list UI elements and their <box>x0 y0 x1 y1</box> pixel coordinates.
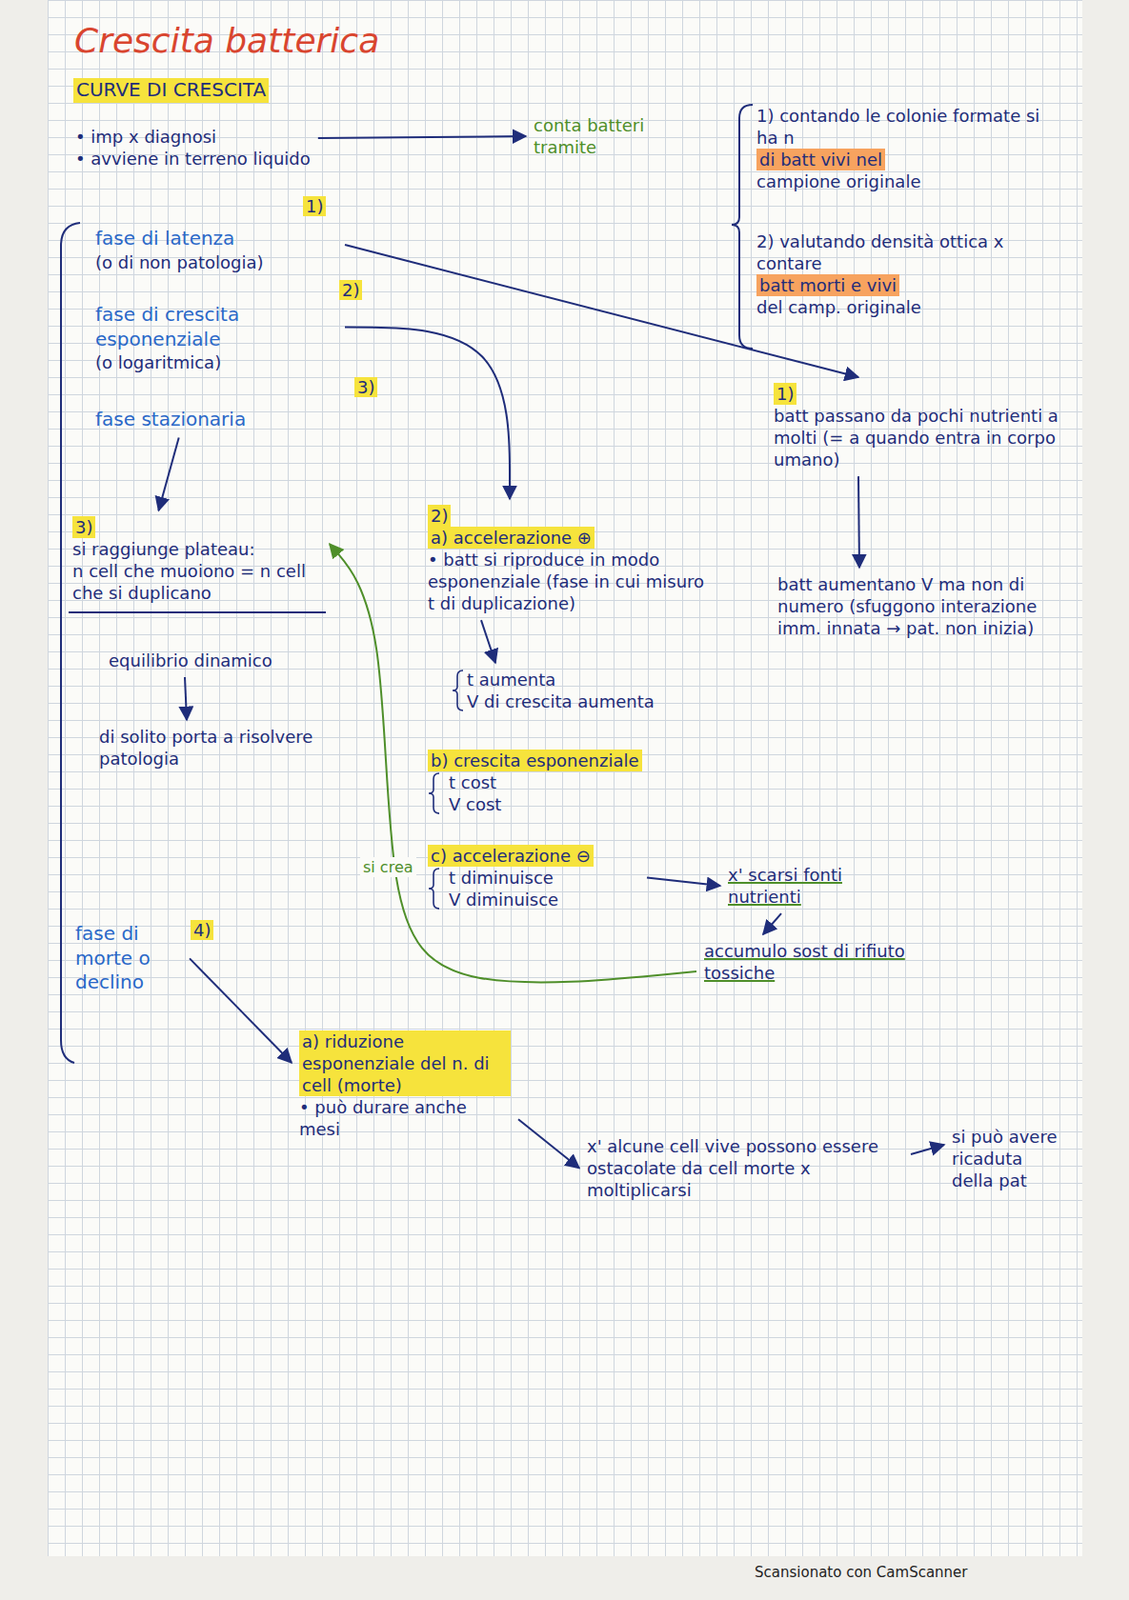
note-text: fase di crescita esponenziale <box>95 302 338 352</box>
note-block: a) riduzione esponenziale del n. di cell… <box>295 1028 515 1143</box>
note-block: b) crescita esponenzialet costV cost <box>423 747 710 818</box>
connector-arrow <box>318 136 526 139</box>
note-text: equilibrio dinamico <box>108 649 302 672</box>
note-text: batt aumentano V ma non di numero (sfugg… <box>777 573 1056 640</box>
connector-arrow <box>159 438 180 511</box>
connector-arrow <box>518 1119 580 1169</box>
note-text: • avviene in terreno liquido <box>75 147 311 170</box>
note-text: 3) <box>72 516 96 539</box>
note-block: 1) contando le colonie formate si ha ndi… <box>752 102 1068 195</box>
note-block: equilibrio dinamico <box>104 647 305 674</box>
note-block: fase di latenza(o di non patologia) <box>91 224 342 276</box>
note-block: • imp x diagnosi• avviene in terreno liq… <box>71 123 315 172</box>
page-title: Crescita batterica <box>74 20 380 61</box>
small-brace <box>428 868 440 909</box>
note-block: accumulo sost di rifiuto tossiche <box>700 938 910 987</box>
note-text: x' scarsi fonti nutrienti <box>727 864 911 908</box>
connector-arrow <box>858 476 860 568</box>
note-text: • batt si riproduce in modo esponenziale… <box>427 548 706 615</box>
connector-arrow <box>763 913 782 935</box>
note-block: fase di crescita esponenziale(o logaritm… <box>91 301 342 376</box>
note-text: • può durare anche mesi <box>299 1096 511 1141</box>
note-text: t aumenta <box>466 668 683 691</box>
method-brace <box>731 104 753 349</box>
note-text: si può avere ricaduta della pat <box>951 1126 1064 1192</box>
note-block: CURVE DI CRESCITA <box>69 76 273 105</box>
callout-number: 4) <box>190 920 214 941</box>
note-text: del camp. originale <box>756 296 1064 319</box>
small-brace <box>452 670 464 711</box>
note-text: t cost <box>427 771 706 794</box>
note-block: x' alcune cell vive possono essere ostac… <box>583 1133 908 1204</box>
note-block: fase stazionaria <box>91 405 342 435</box>
note-text: 2) valutando densità ottica x contare <box>756 230 1064 275</box>
note-text: batt morti e vivi <box>756 274 900 297</box>
note-block: conta batteri tramite <box>529 112 673 161</box>
scanner-footer: Scansionato con CamScanner <box>754 1564 968 1582</box>
callout-number: 2) <box>339 280 363 301</box>
note-text: a) accelerazione ⊕ <box>427 526 595 549</box>
note-block: fase di morte o declino <box>71 920 186 998</box>
note-text: conta batteri tramite <box>533 114 669 159</box>
note-block: 2) valutando densità ottica x contarebat… <box>752 228 1068 321</box>
note-block: 1)batt passano da pochi nutrienti a molt… <box>769 381 1066 473</box>
connector-arrow <box>910 1145 945 1155</box>
connector-arrow <box>344 326 510 500</box>
note-text: fase stazionaria <box>95 407 338 433</box>
small-brace <box>428 773 440 814</box>
note-text: V diminuisce <box>427 888 640 911</box>
note-text: accumulo sost di rifiuto tossiche <box>704 940 907 985</box>
note-text: 2) <box>427 504 451 527</box>
edge-label: si crea <box>360 857 417 878</box>
note-text: fase di latenza <box>95 226 338 252</box>
note-text: a) riduzione esponenziale del n. di cell… <box>299 1030 511 1097</box>
note-text: di batt vivi nel <box>756 148 886 171</box>
note-text: campione originale <box>756 170 1064 193</box>
note-text: b) crescita esponenziale <box>427 749 643 772</box>
connector-arrow <box>189 958 292 1063</box>
note-text: CURVE DI CRESCITA <box>73 78 269 103</box>
note-text: si raggiunge plateau: <box>72 538 323 561</box>
note-text: t diminuisce <box>427 866 640 889</box>
callout-number: 1) <box>302 196 326 217</box>
note-text: batt passano da pochi nutrienti a molti … <box>773 404 1062 471</box>
note-block: si può avere ricaduta della pat <box>947 1124 1068 1194</box>
connector-arrow <box>184 677 187 721</box>
note-text: (o di non patologia) <box>95 251 338 274</box>
note-block: di solito porta a risolvere patologia <box>95 724 324 772</box>
callout-number: 3) <box>354 377 378 398</box>
note-block: 3)si raggiunge plateau:n cell che muoion… <box>68 514 326 614</box>
note-block: c) accelerazione ⊖t diminuisceV diminuis… <box>423 843 644 913</box>
connector-arrow <box>481 620 496 664</box>
note-text: di solito porta a risolvere patologia <box>99 725 321 770</box>
note-text: V di crescita aumenta <box>466 690 683 713</box>
note-text: 1) <box>773 383 797 405</box>
note-block: batt aumentano V ma non di numero (sfugg… <box>773 571 1060 642</box>
note-block: t aumentaV di crescita aumenta <box>447 666 686 715</box>
note-block: x' scarsi fonti nutrienti <box>724 862 915 910</box>
note-text: (o logaritmica) <box>95 351 338 374</box>
note-text: • imp x diagnosi <box>75 125 311 148</box>
note-text: x' alcune cell vive possono essere ostac… <box>586 1135 904 1202</box>
note-text: c) accelerazione ⊖ <box>427 845 594 867</box>
note-text: n cell che muoiono = n cell che si dupli… <box>72 560 323 605</box>
note-text: V cost <box>427 793 706 816</box>
note-text: fase di morte o declino <box>75 922 182 996</box>
note-text: 1) contando le colonie formate si ha n <box>756 104 1064 149</box>
note-block: 2)a) accelerazione ⊕• batt si riproduce … <box>423 503 710 617</box>
connector-arrow <box>646 878 721 887</box>
